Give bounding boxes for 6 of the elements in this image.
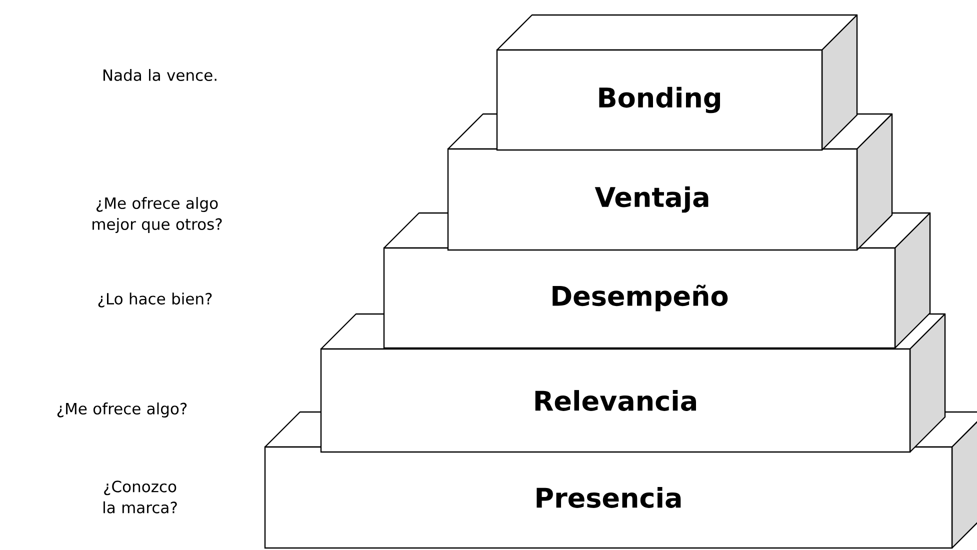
question-text: ¿Lo hace bien? [98,292,212,308]
question-text: ¿Conozco la marca? [104,480,177,514]
question-text: ¿Me ofrece algo mejor que otros? [92,197,222,233]
question-text: ¿Me ofrece algo? [57,402,187,418]
question-text: Nada la vence. [103,69,216,81]
block-box: Bonding [496,14,858,151]
